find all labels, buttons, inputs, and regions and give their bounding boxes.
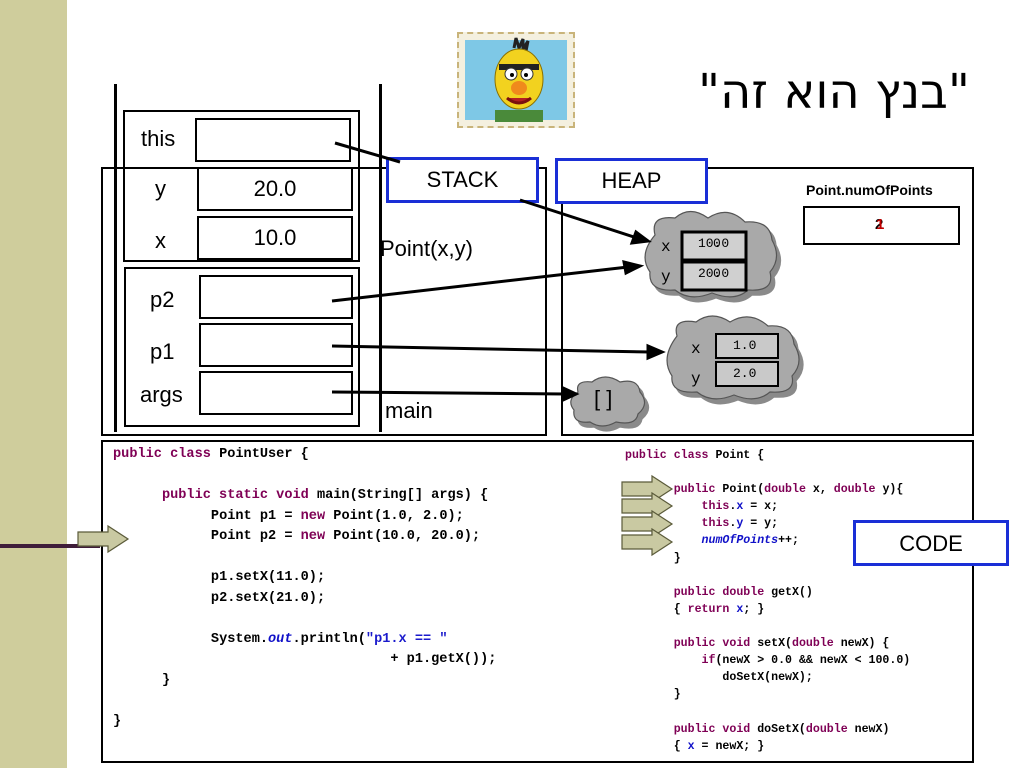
- current-line-arrow-icon: [77, 524, 130, 554]
- y-value-cell: 20.0: [197, 167, 353, 211]
- this-pointer-line: [334, 141, 401, 164]
- static-field-old-value: 1: [876, 216, 885, 233]
- ctor-step-arrow-icon: [621, 491, 674, 521]
- p2-label: p2: [150, 287, 175, 312]
- obj1-x-value: 10.0: [698, 236, 730, 251]
- heap-area-frame: [561, 167, 974, 436]
- obj1-y-cell: [680, 260, 748, 292]
- point-class-code: public class Point { public Point(double…: [625, 449, 911, 753]
- arrowhead: [629, 229, 652, 245]
- static-field-value: 2: [875, 216, 884, 233]
- array-value: [ ]: [594, 386, 613, 411]
- obj1-x-label: x: [661, 238, 671, 256]
- this-reference-arrow: [519, 198, 638, 240]
- arrowhead: [622, 259, 645, 276]
- sidebar-decoration: [0, 0, 67, 768]
- p1-reference-arrow: [331, 344, 651, 354]
- p1-label: p1: [150, 339, 175, 364]
- args-label: args: [140, 382, 183, 407]
- args-reference-arrow: [331, 390, 566, 396]
- heap-label-box: HEAP: [555, 158, 708, 204]
- ctor-step-arrow-icon: [621, 474, 674, 504]
- ctor-step-arrow-icon: [621, 509, 674, 539]
- obj2-y-label: y: [691, 370, 701, 388]
- args-value-cell: [199, 371, 353, 415]
- obj1-x-cell: [680, 230, 748, 262]
- code-area-frame: [101, 440, 974, 763]
- code-label-box: CODE: [853, 520, 1009, 566]
- static-field-box: 2 1: [803, 206, 960, 245]
- cloud-array: [570, 376, 646, 427]
- page-title: "בנץ הוא זה": [697, 64, 970, 120]
- x-label: x: [155, 228, 166, 253]
- obj2-x-label: x: [691, 340, 701, 358]
- this-value-cell: [195, 118, 351, 162]
- arrowhead: [561, 385, 580, 403]
- p2-value-cell: [199, 275, 353, 319]
- y-label: y: [155, 176, 166, 201]
- stack-label-box: STACK: [386, 157, 539, 203]
- obj2-x-cell: [715, 333, 779, 359]
- obj2-y-value: 2.0: [733, 366, 757, 381]
- point-constructor-label: Point(x,y): [380, 236, 473, 261]
- static-field-label: Point.numOfPoints: [806, 182, 933, 198]
- obj1-y-label: y: [661, 268, 671, 286]
- bert-stamp-image: [457, 32, 575, 128]
- arrowhead: [646, 343, 666, 361]
- obj1-y-old-value: 0: [713, 266, 721, 281]
- this-label: this: [141, 126, 176, 151]
- p2-reference-arrow: [331, 265, 629, 303]
- x-value-cell: 10.0: [197, 216, 353, 260]
- obj2-y-cell: [715, 361, 779, 387]
- pointuser-code: public class PointUser { public static v…: [113, 447, 497, 729]
- obj2-x-value: 1.0: [733, 338, 757, 353]
- point-constructor-frame: this y 20.0 x 10.0: [123, 110, 360, 262]
- obj1-y-value: 20.0: [698, 266, 730, 281]
- sidebar-divider: [0, 544, 100, 548]
- main-label: main: [385, 398, 433, 423]
- stack-well: [114, 84, 382, 432]
- obj1-x-old-value: 0: [713, 236, 721, 251]
- ctor-step-arrow-icon: [621, 527, 674, 557]
